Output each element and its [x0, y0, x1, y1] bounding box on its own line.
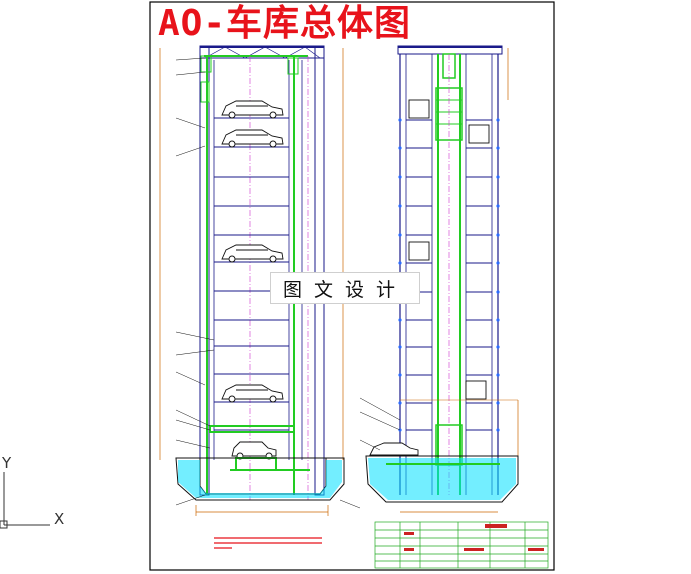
ucs-axis-icon: [0, 472, 50, 529]
car-side-1: [408, 99, 430, 119]
car-front-1: [221, 100, 284, 119]
car-front-3: [221, 244, 284, 263]
side-section-view: [359, 45, 519, 513]
sheet-border: [149, 1, 555, 571]
drawing-title: AO-车库总体图: [158, 3, 412, 44]
car-side-4: [465, 380, 487, 400]
ucs-y-label: Y: [2, 454, 12, 472]
car-side-5: [369, 442, 419, 456]
watermark-label: 图文设计: [270, 272, 420, 304]
title-block: [374, 521, 549, 569]
car-front-4: [221, 384, 284, 403]
car-side-2: [468, 124, 490, 144]
car-front-5: [231, 441, 277, 460]
car-side-3: [408, 241, 430, 261]
car-front-2: [221, 129, 284, 148]
ucs-x-label: X: [54, 510, 65, 528]
